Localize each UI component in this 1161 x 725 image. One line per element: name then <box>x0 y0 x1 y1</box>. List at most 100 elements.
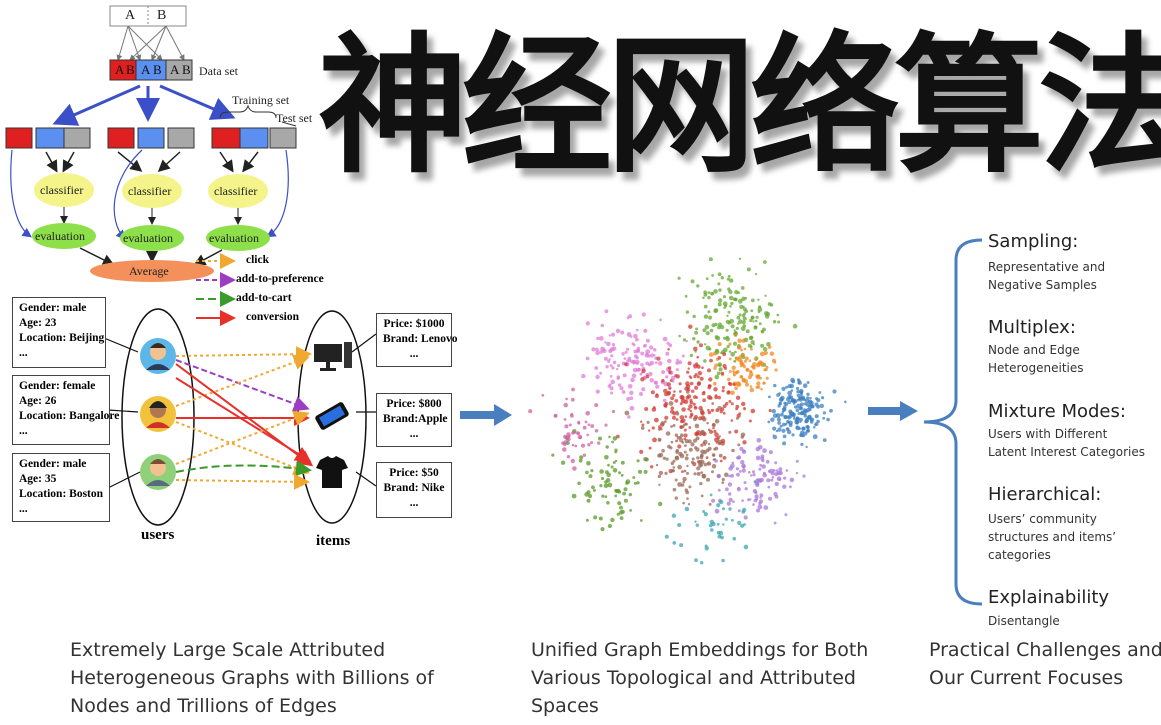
page-title: 神经网络算法 <box>318 20 1161 194</box>
embedding-point <box>783 476 787 480</box>
embedding-point <box>652 406 656 409</box>
embedding-point <box>629 335 633 338</box>
embedding-point <box>625 481 629 485</box>
embedding-point <box>732 382 736 386</box>
embedding-point <box>748 359 752 362</box>
embedding-point <box>727 287 731 291</box>
challenge-sampling-desc-1: Representative and <box>988 260 1106 274</box>
embedding-point <box>674 374 678 378</box>
embedding-point <box>686 471 689 475</box>
embedding-point <box>726 314 729 317</box>
embedding-point <box>741 401 746 407</box>
embedding-point <box>620 509 625 514</box>
embedding-point <box>684 294 688 298</box>
embedding-point <box>605 478 611 483</box>
embedding-point <box>773 383 777 388</box>
embedding-point <box>718 453 723 458</box>
embedding-point <box>722 295 727 299</box>
embedding-point <box>646 420 650 424</box>
embedding-point <box>752 470 755 474</box>
embedding-point <box>720 351 723 355</box>
embedding-point <box>749 318 753 323</box>
embedding-point <box>715 335 721 341</box>
embedding-point <box>708 315 712 320</box>
embedding-point <box>620 473 624 477</box>
embedding-point <box>570 412 574 416</box>
embedding-point <box>765 459 770 464</box>
embedding-point <box>776 313 780 317</box>
embedding-point <box>713 429 717 434</box>
embedding-point <box>605 445 609 449</box>
embedding-point <box>740 432 746 438</box>
embedding-point <box>750 298 755 303</box>
embedding-point <box>685 339 688 343</box>
embedding-point <box>736 487 741 492</box>
embedding-point <box>677 464 682 470</box>
embedding-point <box>703 512 708 517</box>
graph-diagram <box>103 253 377 526</box>
embedding-point <box>734 298 738 302</box>
embedding-point <box>771 358 776 363</box>
embedding-point <box>702 398 706 402</box>
embedding-point <box>639 372 643 376</box>
embedding-point <box>617 383 622 387</box>
embedding-point <box>752 320 755 323</box>
embedding-point <box>624 410 630 416</box>
embedding-point <box>681 407 686 412</box>
embedding-point <box>693 346 698 352</box>
embedding-point <box>844 400 847 404</box>
embedding-point <box>616 488 621 493</box>
embedding-point <box>611 343 615 347</box>
embedding-point <box>805 398 810 404</box>
embedding-point <box>636 346 641 351</box>
embedding-point <box>687 407 691 411</box>
embedding-point <box>684 456 689 461</box>
embedding-point <box>778 392 781 395</box>
embedding-point <box>696 340 700 344</box>
embedding-point <box>566 455 571 459</box>
embedding-point <box>760 364 764 367</box>
embedding-point <box>666 341 670 345</box>
embedding-point <box>751 365 756 369</box>
embedding-point <box>675 412 680 416</box>
embedding-point <box>674 496 678 500</box>
embedding-point <box>785 469 789 472</box>
embedding-point <box>656 356 661 361</box>
embedding-point <box>692 416 698 422</box>
embedding-point <box>700 494 704 498</box>
embedding-point <box>732 500 735 504</box>
embedding-point <box>702 328 707 333</box>
embedding-point <box>666 382 671 387</box>
embedding-point <box>694 520 697 523</box>
embedding-point <box>633 333 638 339</box>
embedding-point <box>694 330 698 335</box>
embedding-point <box>802 411 807 416</box>
embedding-point <box>662 398 667 403</box>
embedding-point <box>612 360 617 365</box>
embedding-point <box>631 373 637 378</box>
embedding-point <box>641 368 646 373</box>
embedding-point <box>717 474 721 478</box>
embedding-point <box>756 508 760 513</box>
embedding-point <box>799 433 803 437</box>
data-cell-2: B <box>126 62 135 77</box>
embedding-point <box>688 447 693 452</box>
embedding-point <box>664 415 669 420</box>
embedding-point <box>772 434 775 437</box>
caption-left: Extremely Large Scale Attributed Heterog… <box>70 636 434 720</box>
embedding-point <box>563 418 567 421</box>
embedding-point <box>564 424 569 429</box>
embedding-point <box>746 267 751 272</box>
embedding-point <box>819 403 824 409</box>
embedding-point <box>610 379 616 385</box>
embedding-point <box>679 390 682 393</box>
embedding-point <box>693 374 697 379</box>
embedding-point <box>726 501 731 506</box>
embedding-point <box>649 360 655 366</box>
embedding-point <box>782 434 787 439</box>
embedding-point <box>795 408 800 413</box>
embedding-point <box>717 439 723 445</box>
embedding-point <box>587 443 591 447</box>
embedding-point <box>728 497 733 502</box>
embedding-point <box>598 436 602 441</box>
